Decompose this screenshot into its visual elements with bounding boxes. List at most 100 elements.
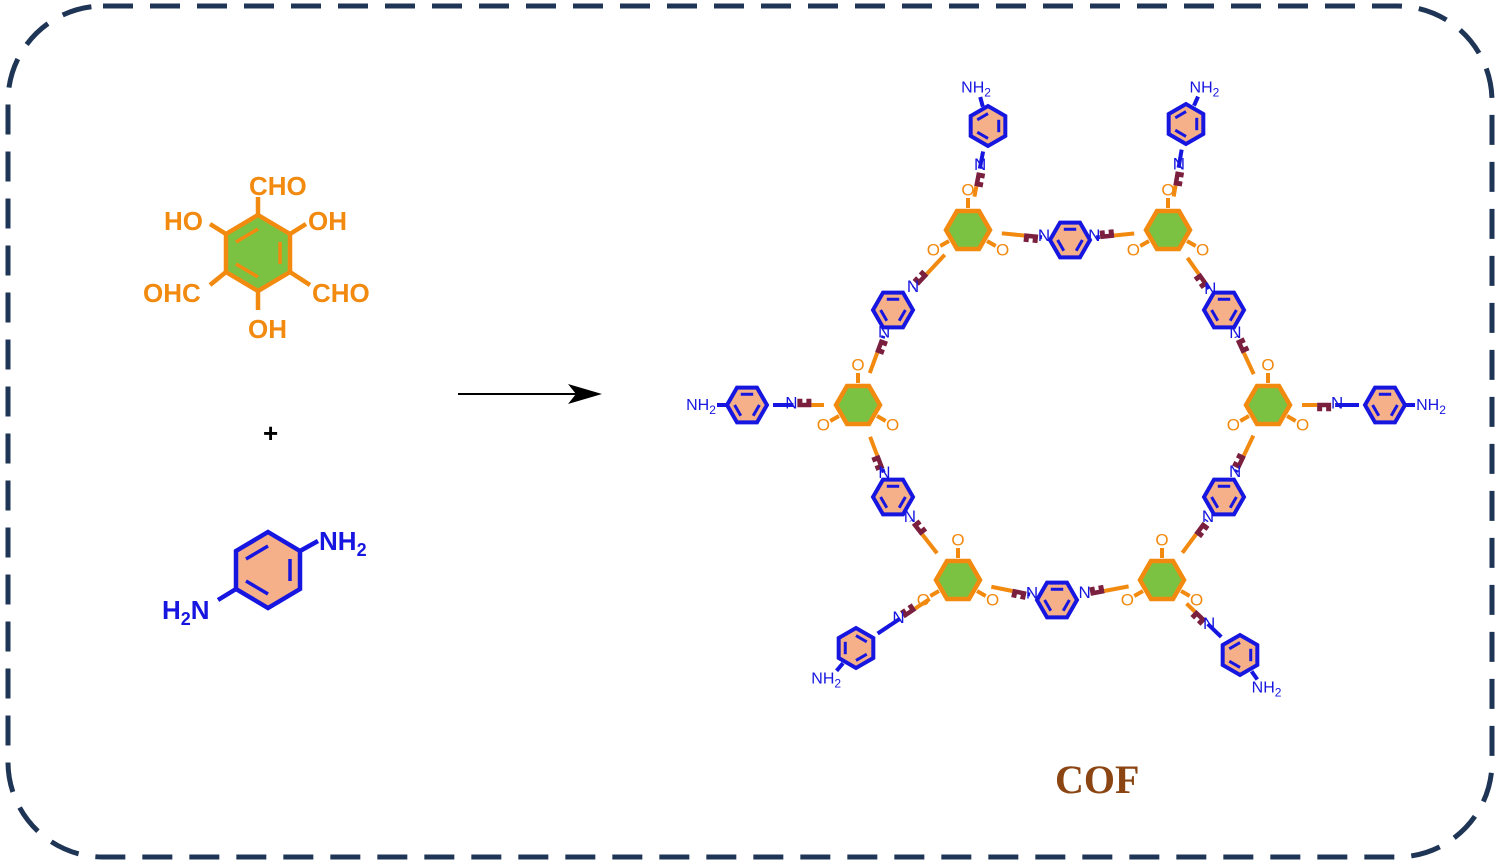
terminal-phenylene-ring-inner-bond [1174, 128, 1187, 138]
imine-link-carbon [1001, 231, 1025, 238]
terminal-phenylene-ring [1220, 632, 1260, 678]
imine-link-nitrogen [912, 285, 916, 290]
bridge-phenylene-ring [1201, 290, 1247, 330]
terminal-n-label: N [1173, 154, 1185, 173]
terminal-n-label: N [785, 394, 797, 413]
carbonyl-oxygen-label: O [1296, 416, 1309, 435]
subscript-2: 2 [1275, 686, 1282, 700]
terminal-phenylene-ring [1362, 385, 1408, 425]
imine-double-bond-dash [914, 519, 928, 534]
carbonyl-bond [929, 589, 940, 598]
imine-double-bond-dash [1232, 452, 1243, 468]
imine-n-label: N [1229, 462, 1241, 481]
terminal-phenylene-ring-inner-bond [751, 404, 761, 417]
carbonyl-oxygen-label: O [1190, 591, 1203, 610]
arrow-head [568, 384, 602, 404]
imine-double-bond [1235, 454, 1246, 470]
terminal-nh2-label: NH2 [1190, 79, 1220, 100]
bridge-phenylene-ring-inner-bond [897, 496, 907, 509]
carbonyl-bond [1133, 589, 1144, 598]
nh-text: NH [811, 670, 834, 687]
bridge-phenylene-ring [1047, 220, 1093, 260]
imine-link-nitrogen [1027, 592, 1031, 597]
terminal-n-label: N [892, 608, 904, 627]
imine-double-bond [1023, 233, 1039, 240]
bridge-phenylene-ring [870, 290, 916, 330]
terminal-link-nitrogen [1206, 622, 1223, 639]
terminal-phenylene-ring [836, 625, 876, 671]
imine-link-carbon [920, 533, 939, 555]
carbonyl-oxygen-label: O [851, 356, 864, 375]
subscript-2: 2 [984, 85, 991, 99]
terminal-amine-bond [835, 661, 845, 673]
terminal-phenylene-ring-inner-bond [1228, 641, 1241, 651]
imine-link-carbon [868, 436, 880, 457]
bridge-phenylene-ring-inner-bond [1061, 599, 1071, 612]
imine-n-label: N [1078, 583, 1090, 602]
imine-double-bond-dash [1011, 592, 1026, 600]
carbonyl-oxygen-label: O [951, 531, 964, 550]
terminal-phenylene-ring-inner-bond [1371, 404, 1381, 417]
aldehyde-top-cho: CHO [249, 171, 307, 201]
carbonyl-oxygen-label: O [1227, 416, 1240, 435]
imine-link-nitrogen [1204, 518, 1209, 523]
imine-link-carbon [867, 352, 880, 374]
imine-n-label: N [1038, 226, 1050, 245]
amine-inner-bonds [245, 544, 292, 596]
carbonyl-oxygen-label: O [986, 591, 999, 610]
terminal-amine-bond [978, 96, 985, 108]
bridge-phenylene-ring-inner-bond [879, 496, 889, 509]
subscript-2: 2 [834, 676, 841, 690]
aldehyde-lower-right-cho: CHO [312, 278, 370, 308]
terminal-link-carbon [1185, 602, 1197, 613]
imine-link-carbon [1241, 351, 1256, 375]
terminal-nh2-label: NH2 [1252, 679, 1282, 700]
triketone-core-ring [933, 558, 983, 602]
terminal-n-label: N [1331, 394, 1343, 413]
imine-n-label: N [904, 507, 916, 526]
subscript-2: 2 [1439, 403, 1446, 417]
carbonyl-oxygen-label: O [1121, 591, 1134, 610]
terminal-link-carbon [972, 185, 979, 197]
terminal-nh2-label: NH2 [686, 397, 716, 418]
bridge-phenylene-ring-inner-bond [1074, 239, 1084, 252]
imine-link-nitrogen [880, 468, 886, 474]
triketone-core-ring [1243, 383, 1293, 427]
imine-link-nitrogen [880, 335, 886, 339]
terminal-phenylene-ring-inner-bond [1389, 404, 1399, 417]
terminal-link-carbon [914, 597, 931, 611]
imine-double-bond-dash [1089, 584, 1104, 592]
imine-double-bond [1235, 339, 1246, 354]
terminal-imine-dash [1177, 171, 1185, 187]
imine-double-bond [1194, 521, 1207, 536]
imine-link-carbon [925, 253, 947, 276]
reactant-amine: NH2 H2N [162, 526, 367, 629]
triketone-core-ring [1143, 208, 1193, 252]
terminal-link-nitrogen [977, 151, 986, 170]
carbonyl-oxygen-label: O [961, 181, 974, 200]
imine-double-bond-dash [1239, 337, 1250, 353]
terminal-phenylene-ring [1166, 101, 1206, 147]
terminal-imine-dash [900, 603, 915, 615]
bridge-phenylene-ring-inner-bond [879, 309, 889, 322]
imine-n-label: N [878, 463, 890, 482]
imine-double-bond-dash [1099, 229, 1114, 236]
terminal-imine-bond [1193, 609, 1207, 623]
imine-double-bond-dash [1193, 275, 1206, 290]
bridge-phenylene-ring-inner-bond [1228, 309, 1238, 322]
carbonyl-bond [939, 239, 950, 248]
carbonyl-bond [1239, 414, 1250, 423]
bridge-phenylene-ring-inner-bond [1228, 496, 1238, 509]
imine-double-bond-dash [878, 340, 888, 355]
imine-double-bond [915, 272, 929, 286]
imine-double-bond [1099, 233, 1115, 240]
bridge-phenylene-ring [1201, 477, 1247, 517]
bridge-phenylene-ring-inner-bond [1056, 239, 1066, 252]
imine-double-bond-dash [871, 456, 881, 471]
carbonyl-oxygen-label: O [817, 416, 830, 435]
imine-link-carbon [1113, 231, 1135, 238]
amine-substituent-bonds [216, 539, 320, 602]
imine-link-carbon [1103, 584, 1129, 593]
imine-double-bond [1196, 272, 1209, 287]
reaction-arrow [458, 384, 602, 404]
